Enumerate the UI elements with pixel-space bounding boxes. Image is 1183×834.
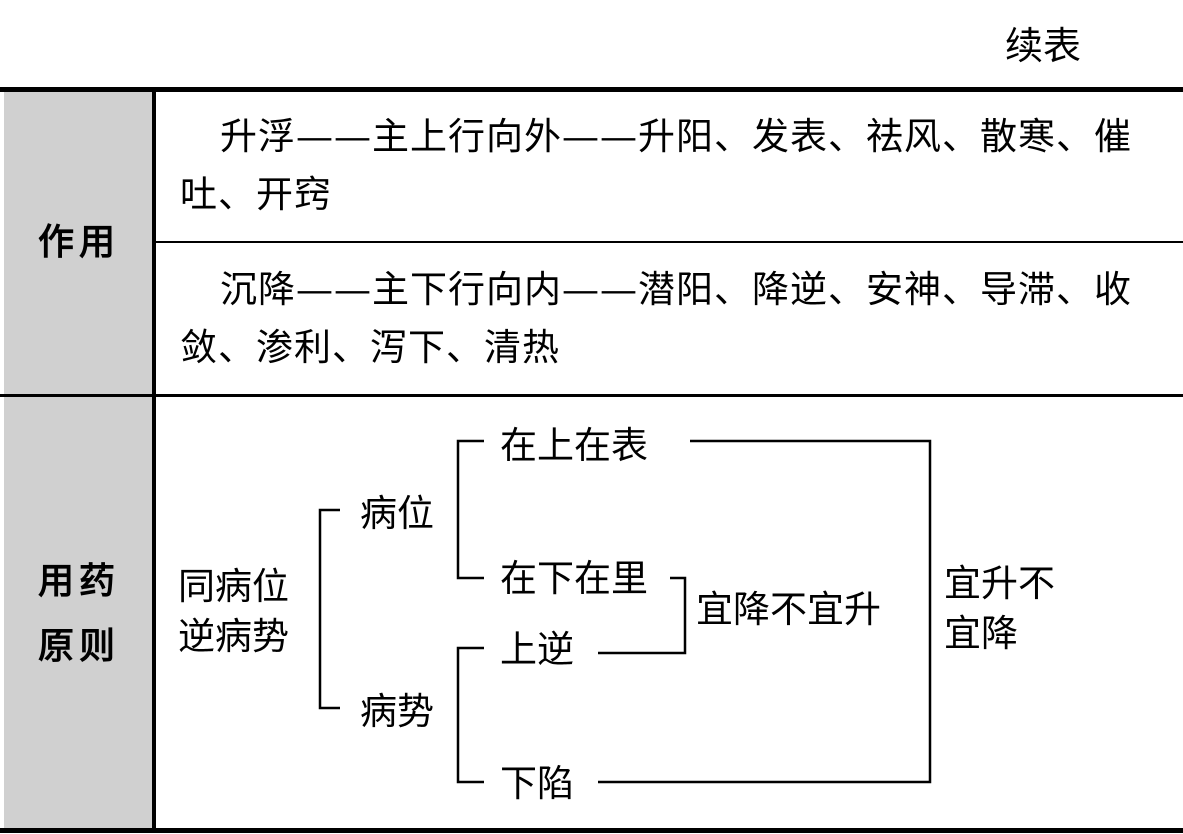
root-text-line2: 逆病势 xyxy=(178,615,289,658)
label-cell-principle xyxy=(4,396,154,829)
label-cell-function xyxy=(4,92,154,394)
connector-descend xyxy=(598,576,687,655)
caption: 续表 xyxy=(1005,24,1082,68)
entry-ascending-floating: 升浮——主上行向外——升阳、发表、祛风、散寒、催吐、开窍 xyxy=(180,115,1132,216)
leaf-upward-reversal: 上逆 xyxy=(500,628,574,671)
bracket-disease-location xyxy=(456,439,484,580)
leaf-lower-interior: 在下在里 xyxy=(500,557,648,600)
branch-disease-location: 病位 xyxy=(360,492,434,535)
table-inner-divider xyxy=(154,241,1183,243)
result-should-descend: 宜降不宜升 xyxy=(696,588,881,631)
root-text-line1: 同病位 xyxy=(178,565,289,608)
bracket-disease-trend xyxy=(456,646,484,784)
bracket-root xyxy=(318,508,340,710)
connector-ascend xyxy=(598,439,932,784)
leaf-upper-exterior: 在上在表 xyxy=(500,424,648,467)
table-row-divider xyxy=(0,394,1183,397)
result-should-ascend-line2: 宜降 xyxy=(944,612,1018,655)
row-label-principle-line2: 原则 xyxy=(37,626,120,667)
branch-disease-trend: 病势 xyxy=(360,690,434,733)
entry-sinking-descending: 沉降——主下行向内——潜阳、降逆、安神、导滞、收敛、渗利、泻下、清热 xyxy=(180,268,1132,369)
row-label-principle-line1: 用药 xyxy=(37,561,120,602)
table-top-rule xyxy=(0,87,1183,92)
table-column-divider xyxy=(152,90,156,830)
leaf-downward-sinking: 下陷 xyxy=(500,762,574,805)
row-label-function: 作用 xyxy=(37,222,120,263)
result-should-ascend-line1: 宜升不 xyxy=(944,562,1055,605)
table-bottom-rule xyxy=(0,828,1183,833)
